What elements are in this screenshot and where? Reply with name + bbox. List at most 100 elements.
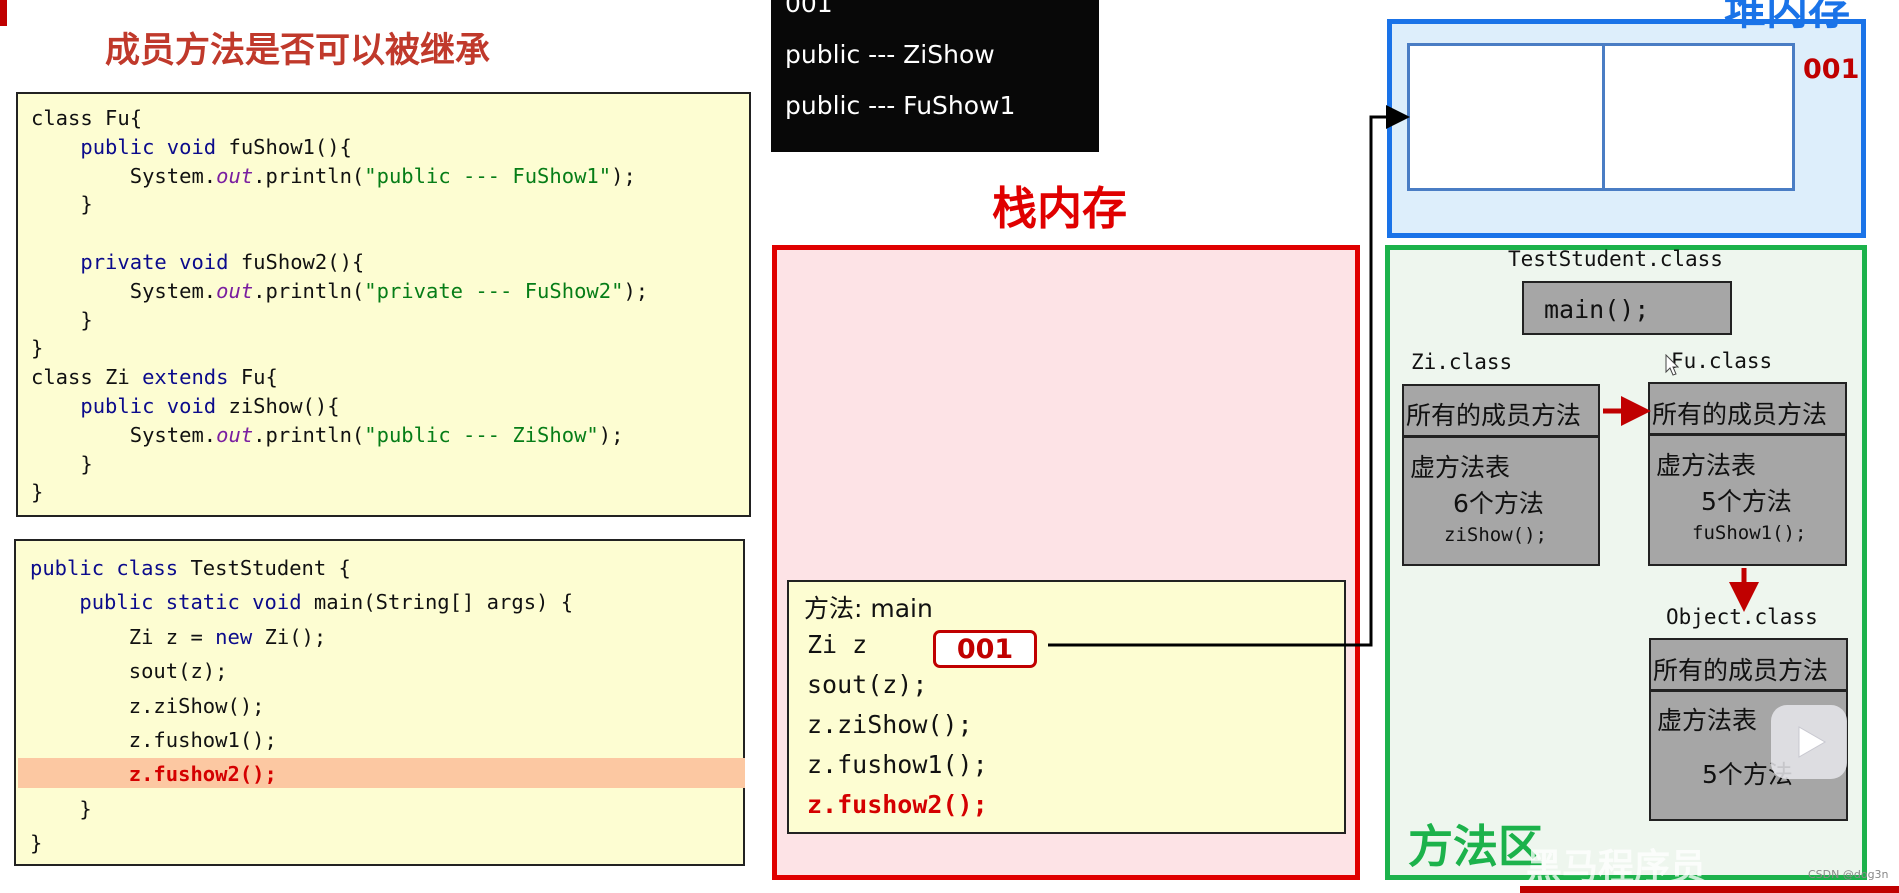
- code-token: out: [216, 278, 254, 303]
- code-token: .println(: [253, 163, 365, 188]
- code-line: }: [30, 826, 743, 860]
- code-token: }: [31, 336, 44, 361]
- slide-title: 成员方法是否可以被继承: [105, 31, 491, 71]
- stmt-zishow: z.ziShow();: [807, 710, 973, 739]
- fu-method-name: fuShow1();: [1692, 522, 1807, 544]
- code-token: }: [30, 796, 92, 821]
- code-line: z.ziShow();: [30, 689, 743, 723]
- code-token: }: [30, 831, 43, 856]
- code-token: Fu{: [228, 365, 278, 390]
- method-area-title: 方法区: [1408, 820, 1544, 873]
- video-play-icon[interactable]: [1771, 705, 1847, 779]
- console-output: 001 public --- ZiShow public --- FuShow1: [771, 0, 1099, 152]
- code-token: z.fushow2();: [128, 762, 277, 787]
- stmt-fushow2: z.fushow2();: [807, 790, 988, 819]
- code-token: .println(: [253, 422, 365, 447]
- zi-members-label: 所有的成员方法: [1406, 401, 1582, 430]
- object-members-label: 所有的成员方法: [1653, 656, 1829, 685]
- credit-text: CSDN @dog3n: [1808, 868, 1889, 881]
- code-block-fu-zi: class Fu{ public void fuShow1(){ System.…: [16, 92, 751, 517]
- console-line: public --- ZiShow: [785, 40, 995, 69]
- code-line: sout(z);: [30, 654, 743, 688]
- code-token: }: [31, 307, 93, 332]
- code-line: public class TestStudent {: [30, 551, 743, 585]
- zi-class-box: 所有的成员方法 虚方法表 6个方法 ziShow();: [1402, 384, 1600, 566]
- code-token: public class: [30, 556, 179, 580]
- title-accent-bar: [0, 0, 7, 26]
- code-token: public void: [80, 393, 217, 418]
- code-line: }: [30, 792, 743, 826]
- stmt-fushow1: z.fushow1();: [807, 750, 988, 779]
- code-token: fuShow2(){: [228, 249, 365, 274]
- object-class-box: 所有的成员方法 虚方法表 5个方法: [1649, 638, 1848, 821]
- watermark: 黑马程序员: [1526, 847, 1707, 888]
- stmt-sout: sout(z);: [807, 670, 928, 699]
- code-token: }: [31, 192, 93, 217]
- zi-class-label: Zi.class: [1411, 350, 1513, 374]
- code-token: Zi z =: [30, 624, 216, 649]
- code-token: "private --- FuShow2": [364, 278, 624, 303]
- code-token: );: [611, 163, 636, 188]
- code-token: z.fushow1();: [30, 728, 277, 753]
- code-line: private void fuShow2(){: [31, 248, 749, 277]
- code-token: new: [215, 624, 253, 649]
- code-token: .println(: [253, 278, 365, 303]
- code-token: private void: [80, 249, 229, 274]
- main-method-label: main();: [1544, 295, 1650, 324]
- teststudent-class-label: TestStudent.class: [1508, 247, 1723, 271]
- heap-object-divider: [1602, 46, 1605, 188]
- frame-method-label: 方法: main: [804, 594, 933, 623]
- code-line: Zi z = new Zi();: [30, 620, 743, 654]
- fu-members-section: 所有的成员方法: [1650, 384, 1845, 436]
- heap-title: 堆内存: [1724, 0, 1851, 34]
- code-token: System.: [31, 163, 217, 188]
- code-token: class Zi: [31, 365, 143, 390]
- code-token: System.: [31, 278, 217, 303]
- code-token: Zi();: [252, 624, 327, 649]
- code-line: }: [31, 450, 749, 479]
- zi-vtable-label: 虚方法表: [1410, 453, 1511, 482]
- code-token: );: [598, 422, 624, 447]
- code-token: public static void: [79, 590, 302, 615]
- code-line: System.out.println("public --- FuShow1")…: [31, 162, 749, 191]
- mouse-cursor-icon: [1665, 354, 1679, 376]
- object-vtable-label: 虚方法表: [1657, 706, 1758, 735]
- zi-method-name: ziShow();: [1444, 524, 1547, 546]
- fu-method-count: 5个方法: [1701, 487, 1792, 516]
- code-line: System.out.println("private --- FuShow2"…: [31, 277, 749, 306]
- code-token: out: [216, 163, 254, 188]
- code-token: TestStudent {: [178, 556, 351, 580]
- code-token: class Fu{: [31, 106, 143, 130]
- code-line: class Fu{: [31, 104, 749, 133]
- code-line: }: [31, 190, 749, 219]
- code-token: ziShow(){: [216, 393, 340, 418]
- code-token: fuShow1(){: [216, 134, 352, 159]
- zi-members-section: 所有的成员方法: [1404, 386, 1598, 438]
- code-line: class Zi extends Fu{: [31, 363, 749, 392]
- code-line: public static void main(String[] args) {: [30, 585, 743, 619]
- main-stack-frame: 方法: main Zi z sout(z); z.ziShow(); z.fus…: [787, 580, 1346, 834]
- zi-method-count: 6个方法: [1453, 489, 1544, 518]
- code-line: }: [31, 478, 749, 507]
- highlighted-line: [18, 758, 745, 788]
- console-line: 001: [785, 0, 833, 18]
- fu-class-box: 所有的成员方法 虚方法表 5个方法 fuShow1();: [1648, 382, 1847, 566]
- code-token: }: [31, 451, 93, 476]
- code-token: );: [623, 278, 649, 303]
- stack-title: 栈内存: [992, 182, 1128, 235]
- code-token: public void: [80, 134, 217, 159]
- code-line: z.fushow1();: [30, 723, 743, 757]
- code-line: public void ziShow(){: [31, 392, 749, 421]
- code-token: "public --- FuShow1": [364, 163, 612, 188]
- code-line: }: [31, 334, 749, 363]
- code-line: public void fuShow1(){: [31, 133, 749, 162]
- heap-address: 001: [1803, 54, 1860, 85]
- main-method-box: main();: [1522, 281, 1732, 335]
- var-declaration: Zi z: [807, 630, 868, 659]
- reference-value: 001: [933, 630, 1037, 668]
- code-token: out: [216, 422, 254, 447]
- object-members-section: 所有的成员方法: [1651, 640, 1846, 692]
- code-token: }: [31, 480, 44, 505]
- reference-arrow: [1048, 105, 1410, 647]
